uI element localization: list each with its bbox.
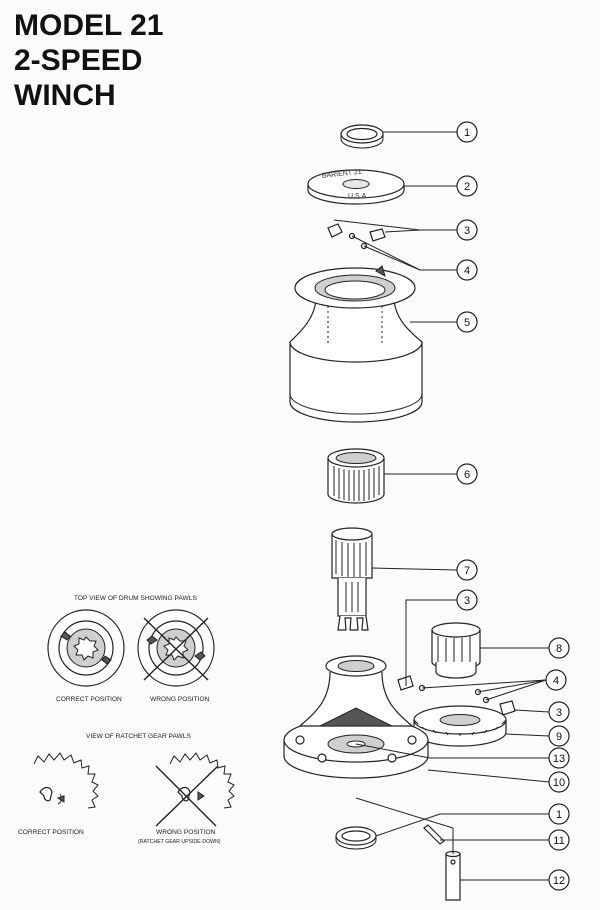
callout-label: 9 [556,731,562,743]
ratchet-wrong [155,752,235,827]
part-ratchet-gear [413,705,507,747]
callout-10: 10 [548,771,570,793]
top-view-correct-caption: CORRECT POSITION [56,696,122,703]
callout-label: 2 [464,181,470,193]
part-pawl-lower-left [397,675,426,692]
ratchet-wrong-caption: WRONG POSITION [156,829,216,836]
callout-label: 10 [553,777,565,789]
callout-12: 12 [548,869,570,891]
callout-1-top: 1 [456,121,478,143]
part-roller-bearing [327,448,385,504]
part-spindle [331,527,373,631]
part-retaining-ring-top [340,124,384,149]
callout-label: 3 [464,595,470,607]
callout-3-middle: 3 [456,589,478,611]
callout-label: 1 [464,127,470,139]
callout-label: 11 [553,835,564,847]
callout-label: 5 [464,317,470,329]
callout-6: 6 [456,463,478,485]
part-center-base [283,655,429,779]
part-key-and-pin [355,797,461,901]
callout-label: 8 [556,643,562,655]
callout-3-top: 3 [456,219,478,241]
callout-13: 13 [548,747,570,769]
callout-4-lower: 4 [545,669,567,691]
callout-8: 8 [548,637,570,659]
top-view-heading: TOP VIEW OF DRUM SHOWING PAWLS [74,595,197,602]
callout-label: 1 [556,809,562,821]
cap-origin-stamp: U.S.A. [348,193,368,200]
callout-label: 4 [464,265,470,277]
part-drum [289,265,423,423]
part-drum-cap: BARIENT 21 U.S.A. [307,169,405,205]
callout-label: 4 [553,675,559,687]
ratchet-correct [33,752,99,809]
ratchet-correct-caption: CORRECT POSITION [18,829,84,836]
title-line-winch: WINCH [14,79,116,112]
top-view-wrong-caption: WRONG POSITION [150,696,210,703]
callout-label: 3 [556,707,562,719]
callout-5: 5 [456,311,478,333]
top-view-wrong [137,609,215,687]
callout-1-bottom: 1 [548,803,570,825]
inset-top-view: TOP VIEW OF DRUM SHOWING PAWLS CORRECT P… [47,595,215,703]
callout-label: 7 [464,565,470,577]
part-pawls-top [327,223,386,250]
diagram-title: MODEL 21 2-SPEED WINCH [14,8,164,113]
part-gear-8 [431,622,481,679]
callout-label: 6 [464,469,470,481]
title-line-speed: 2-SPEED [14,44,143,77]
callout-label: 12 [553,875,565,887]
ratchet-view-heading: VIEW OF RATCHET GEAR PAWLS [86,733,192,740]
callout-9: 9 [548,725,570,747]
callout-3-lower: 3 [548,701,570,723]
callout-11: 11 [548,829,570,851]
callout-2: 2 [456,175,478,197]
callout-7: 7 [456,559,478,581]
part-retaining-ring-bottom [335,826,377,850]
ratchet-wrong-note: (RATCHET GEAR UPSIDE-DOWN) [138,839,221,845]
top-view-correct [47,609,125,687]
cap-brand-stamp: BARIENT 21 [322,169,363,180]
title-line-model: MODEL 21 [14,9,164,42]
callout-label: 3 [464,225,470,237]
callout-label: 13 [553,753,565,765]
callout-4-top: 4 [456,259,478,281]
inset-ratchet-view: VIEW OF RATCHET GEAR PAWLS CORRECT POSIT… [18,733,235,845]
leader-lines [333,131,550,881]
